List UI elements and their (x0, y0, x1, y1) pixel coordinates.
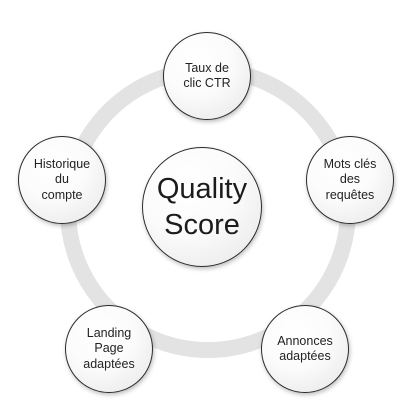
node-label-line: Annonces (277, 333, 333, 348)
node-taux-de-clic-ctr: Taux de clic CTR (163, 32, 251, 120)
node-label-line: Taux de (185, 60, 229, 75)
center-label-line: Score (164, 209, 240, 241)
node-label-line: Historique (33, 156, 91, 171)
node-historique-du-compte: Historique du compte (18, 136, 106, 224)
node-landing-page-adaptees: Landing Page adaptées (65, 305, 153, 393)
node-annonces-adaptees: Annonces adaptées (261, 305, 349, 393)
node-label-line: clic CTR (183, 76, 231, 90)
node-label-line: du (55, 172, 69, 187)
node-label-line: des (339, 172, 361, 187)
node-label-line: requêtes (325, 187, 375, 202)
node-label-line: compte (41, 187, 83, 202)
node-label-line: Landing (86, 325, 132, 340)
node-mots-cles-des-requetes: Mots clés des requêtes (306, 136, 394, 224)
node-label-line: adaptées (279, 349, 331, 363)
node-quality-score-center: Quality Score (142, 147, 262, 267)
node-label-line: Mots clés (323, 156, 377, 171)
center-label-line: Quality (156, 173, 248, 205)
node-label-line: Page (94, 341, 124, 356)
node-label-line: adaptées (83, 356, 135, 371)
